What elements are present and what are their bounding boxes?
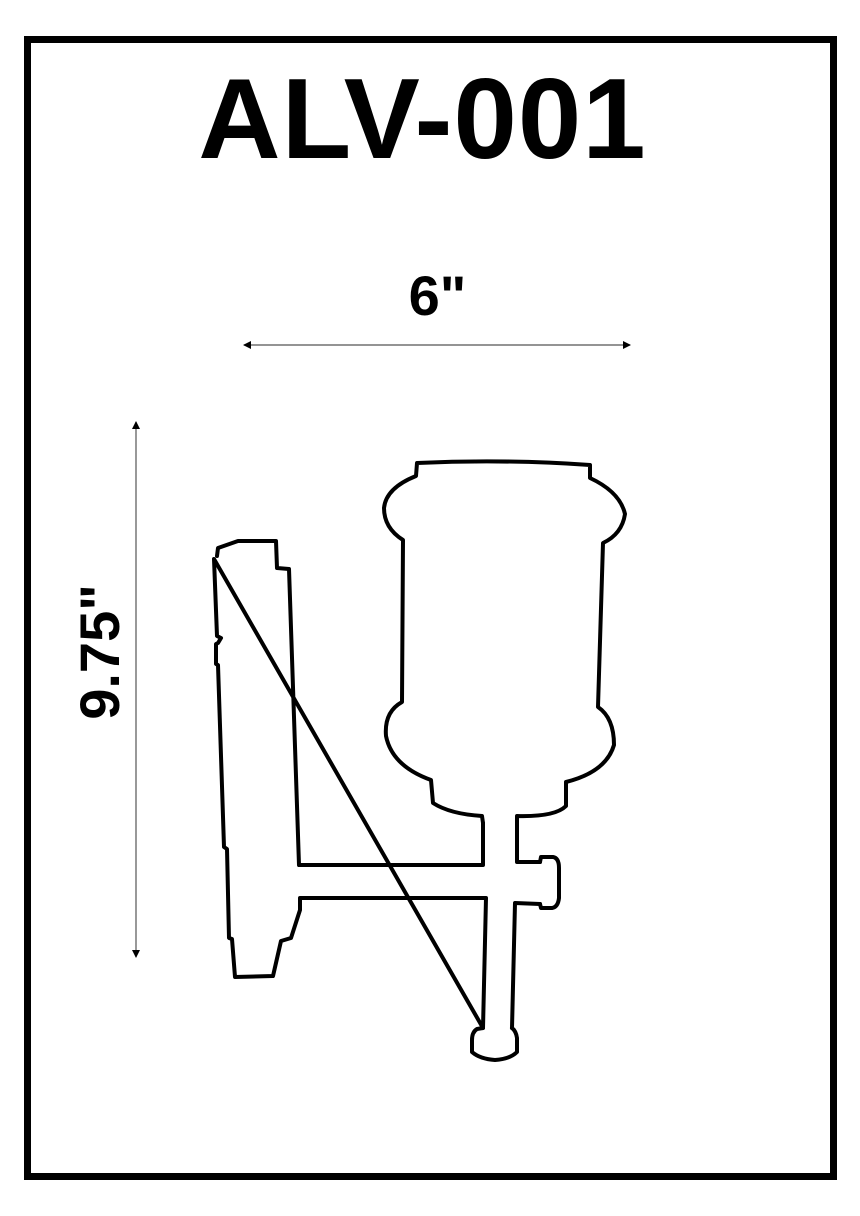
width-dimension-label: 6": [408, 264, 467, 327]
socket-knob-outline: [538, 855, 561, 910]
glass-shade-outline: [382, 459, 627, 825]
product-code-title: ALV-001: [198, 56, 647, 183]
page-border: [24, 36, 837, 1180]
bottom-finial-outline: [470, 1026, 519, 1062]
wall-backplate-outline: [212, 539, 542, 1030]
